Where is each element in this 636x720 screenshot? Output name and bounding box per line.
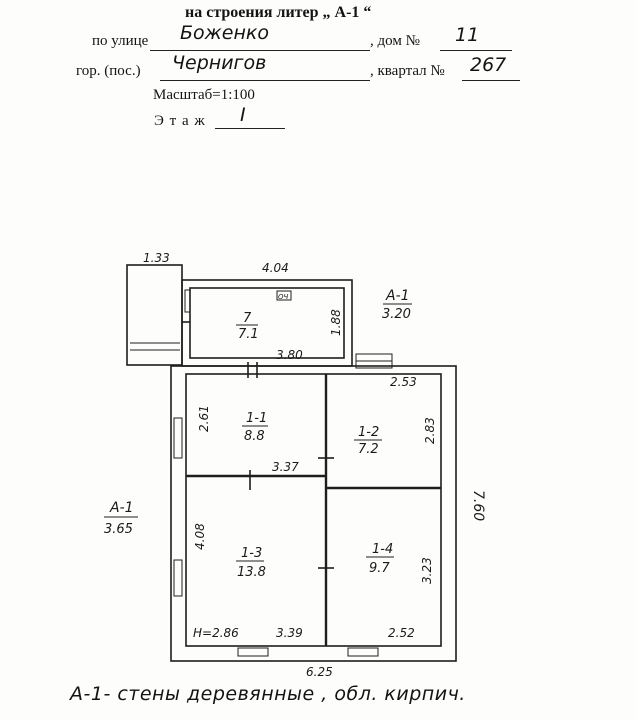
title: на строения литер „ А-1 “	[185, 4, 372, 21]
main-literal: А-1	[109, 500, 134, 516]
window-annex	[184, 289, 191, 313]
annex-inner	[189, 287, 345, 359]
wall-material-note: А-1- стены деревянные , обл. кирпич.	[70, 683, 466, 705]
room-1-1-area: 8.8	[244, 429, 265, 444]
room-1-2-width: 2.53	[390, 375, 417, 389]
stove-box	[276, 290, 292, 301]
room-1-2-area: 7.2	[358, 442, 379, 457]
house-outer	[170, 365, 457, 662]
room-7-id: 7	[243, 311, 252, 326]
total-depth: 7.60	[470, 490, 486, 521]
window-bottom-2	[347, 647, 379, 657]
room-1-1-width: 3.37	[272, 460, 299, 474]
porch-width: 1.33	[143, 251, 170, 265]
annex-depth: 1.88	[329, 309, 343, 336]
main-literal-height: 3.65	[104, 522, 133, 537]
room-1-4-area: 9.7	[369, 561, 390, 576]
annex-outer	[181, 279, 353, 367]
stove-mark: ОЧ	[278, 293, 289, 301]
city-underline	[160, 80, 370, 81]
annex-literal: А-1	[385, 288, 410, 304]
floor-label: Э т а ж	[154, 113, 206, 129]
room-1-2-id: 1-2	[358, 425, 379, 440]
window-left-2	[173, 559, 183, 597]
room-1-1-id: 1-1	[246, 411, 267, 426]
city-label: гор. (пос.)	[76, 63, 141, 79]
total-width: 6.25	[306, 665, 333, 679]
ceiling-height: H=2.86	[193, 626, 239, 640]
room-1-3-area: 13.8	[237, 565, 266, 580]
annex-literal-height: 3.20	[382, 307, 411, 322]
annex-inner: 3.80	[276, 348, 303, 362]
room-1-3-id: 1-3	[241, 546, 262, 561]
house-value: 11	[455, 24, 480, 46]
street-value: Боженко	[180, 22, 269, 44]
city-value: Чернигов	[172, 52, 267, 74]
room-1-2-depth: 2.83	[423, 417, 437, 444]
block-label: , квартал №	[370, 63, 445, 79]
floor-value: I	[240, 104, 246, 126]
room-1-4-width: 2.52	[388, 626, 415, 640]
block-underline	[462, 80, 520, 81]
annex-width: 4.04	[262, 261, 289, 275]
window-bottom-1	[237, 647, 269, 657]
street-label: по улице	[92, 33, 149, 49]
block-value: 267	[470, 54, 507, 76]
room-1-4-id: 1-4	[372, 542, 393, 557]
house-inner	[185, 373, 442, 647]
house-label: , дом №	[370, 33, 420, 49]
scale-label: Масштаб=1:100	[153, 87, 255, 103]
window-left-1	[173, 417, 183, 459]
floor-underline	[215, 128, 285, 129]
room-1-3-depth: 4.08	[193, 523, 207, 550]
room-1-3-width: 3.39	[276, 626, 303, 640]
room-1-4-depth: 3.23	[420, 557, 434, 584]
street-underline	[150, 50, 370, 51]
room-7-area: 7.1	[238, 327, 259, 342]
house-underline	[440, 50, 512, 51]
room-1-1-depth: 2.61	[197, 405, 211, 432]
